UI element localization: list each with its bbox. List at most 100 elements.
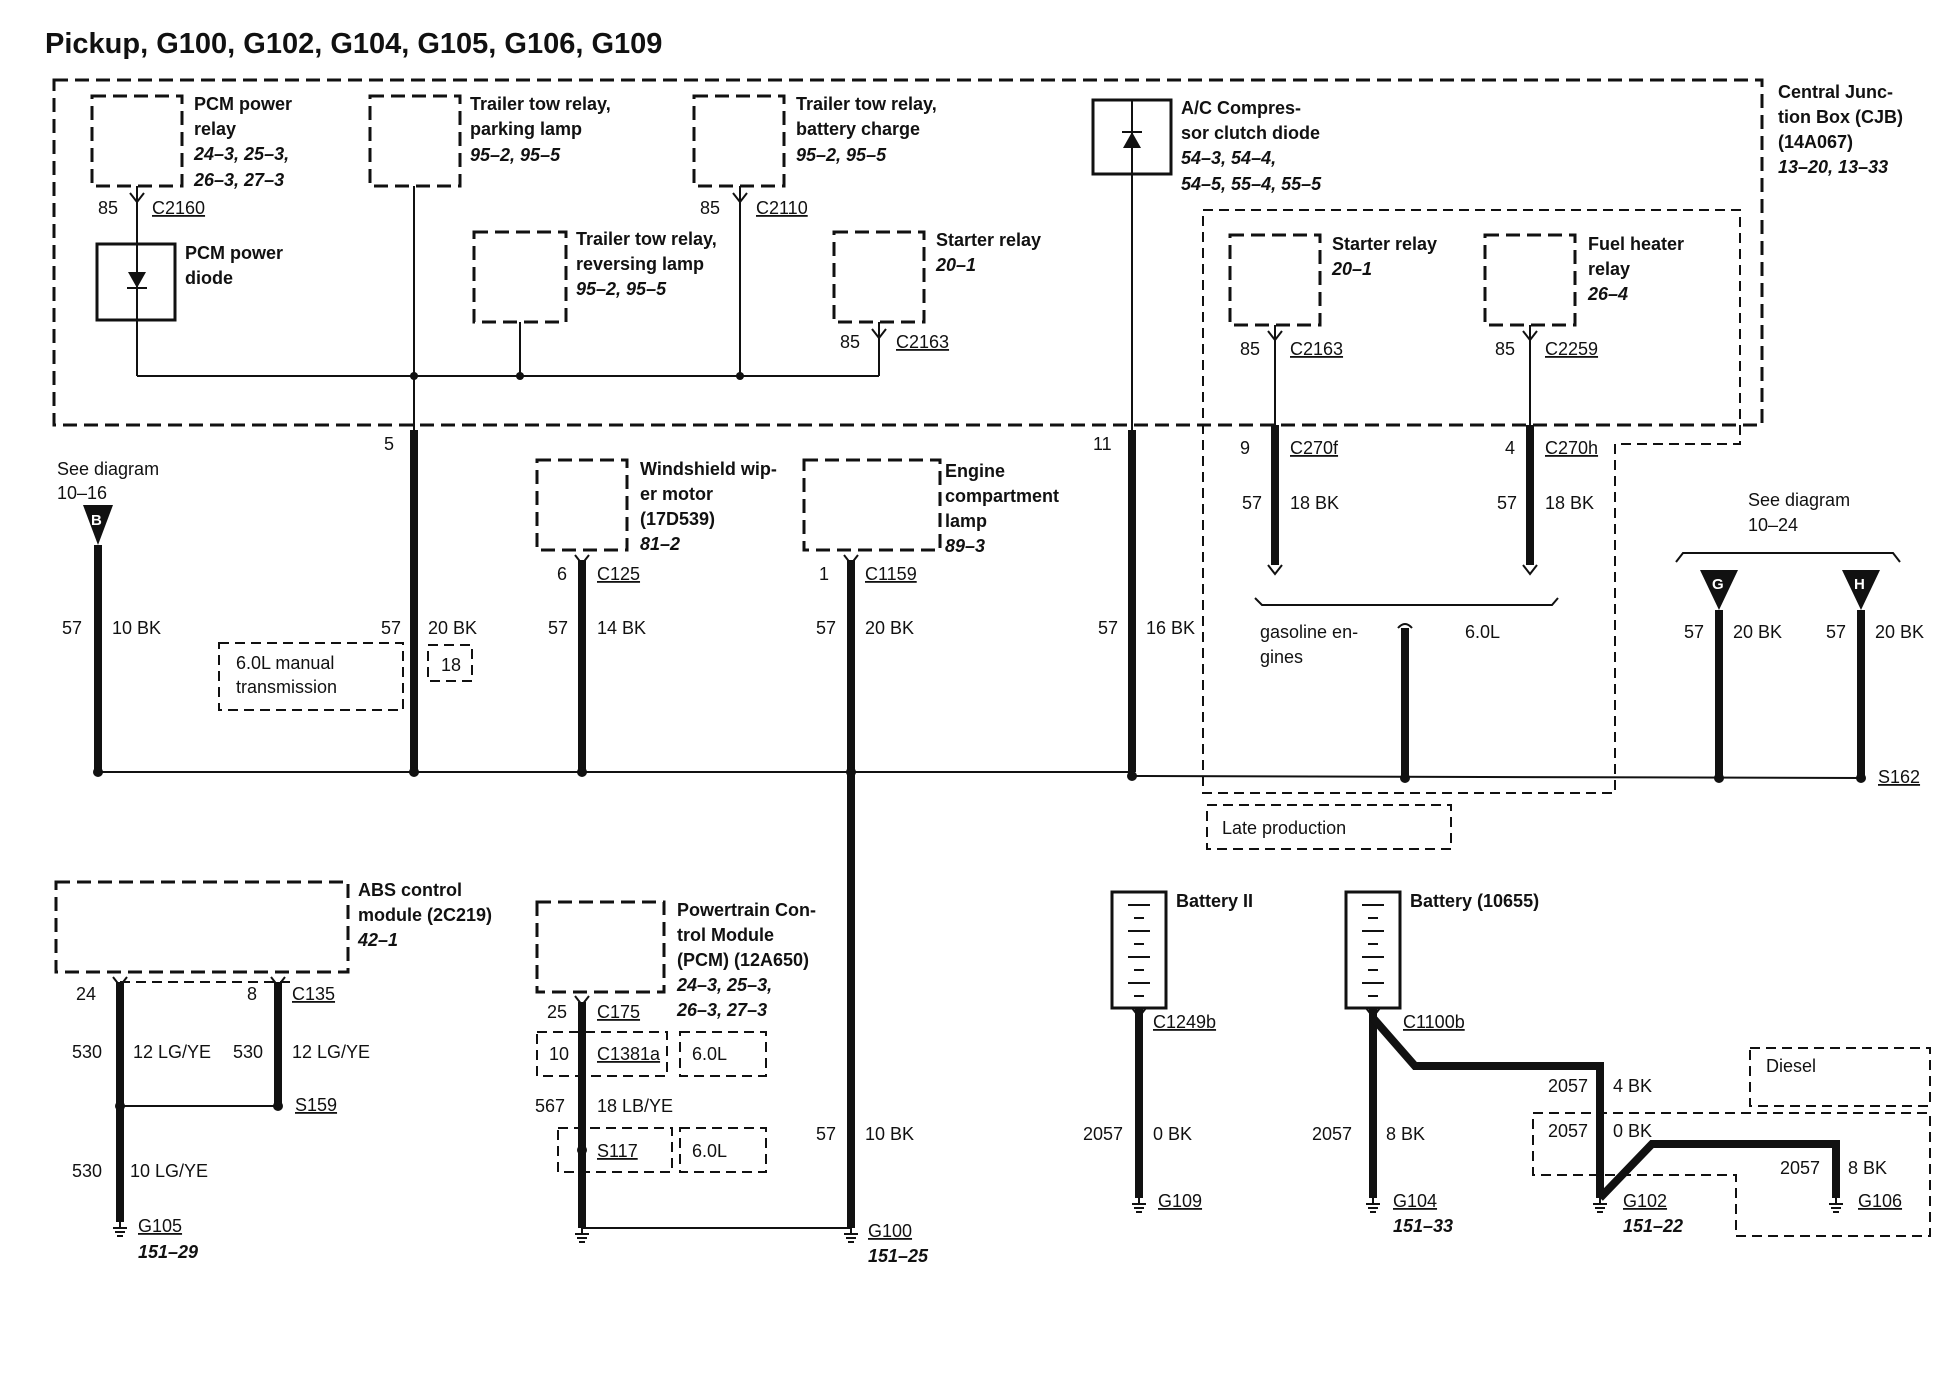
ground-label: G109 xyxy=(1158,1191,1202,1211)
diesel-option-region xyxy=(1532,1112,1931,1237)
engine-compartment-lamp-label: Engine compartment lamp 89–3 xyxy=(945,461,1059,556)
pin-label: 6 xyxy=(557,564,567,584)
svg-text:parking lamp: parking lamp xyxy=(470,119,582,139)
pin-label: 24 xyxy=(76,984,96,1004)
manual-transmission-option-box xyxy=(218,642,404,711)
wire xyxy=(1597,1140,1840,1201)
svg-text:battery charge: battery charge xyxy=(796,119,920,139)
circuit-number: 57 xyxy=(1826,622,1846,642)
option-label: 6.0L xyxy=(692,1141,727,1161)
svg-text:42–1: 42–1 xyxy=(357,930,398,950)
starter-relay-a-box xyxy=(832,230,926,324)
svg-text:24–3, 25–3,: 24–3, 25–3, xyxy=(676,975,772,995)
svg-text:20–1: 20–1 xyxy=(1331,259,1372,279)
connector-g-triangle-icon xyxy=(1700,570,1738,610)
pin-label: 85 xyxy=(98,198,118,218)
svg-text:See diagram: See diagram xyxy=(57,459,159,479)
circuit-number: 530 xyxy=(72,1161,102,1181)
circuit-number: 57 xyxy=(816,618,836,638)
svg-text:reversing lamp: reversing lamp xyxy=(576,254,704,274)
svg-text:tion Box (CJB): tion Box (CJB) xyxy=(1778,107,1903,127)
svg-text:relay: relay xyxy=(194,119,236,139)
ground-ref: 151–22 xyxy=(1623,1216,1683,1236)
late-production-box xyxy=(1206,804,1452,850)
starter-relay-b-label: Starter relay 20–1 xyxy=(1331,234,1437,279)
ac-clutch-diode-label: A/C Compres- sor clutch diode 54–3, 54–4… xyxy=(1181,98,1322,194)
svg-text:95–2, 95–5: 95–2, 95–5 xyxy=(470,145,561,165)
abs-control-module-label: ABS control module (2C219) 42–1 xyxy=(357,880,492,950)
svg-text:54–5, 55–4, 55–5: 54–5, 55–4, 55–5 xyxy=(1181,174,1322,194)
starter-relay-b-box xyxy=(1228,233,1322,327)
circuit-number: 2057 xyxy=(1548,1076,1588,1096)
splice-label: S117 xyxy=(597,1141,638,1161)
ground-ref: 151–29 xyxy=(138,1242,198,1262)
windshield-wiper-motor-label: Windshield wip- er motor (17D539) 81–2 xyxy=(640,459,777,554)
pin-label: 11 xyxy=(1093,434,1112,454)
battery-cells-icon xyxy=(1128,904,1150,997)
svg-text:54–3, 54–4,: 54–3, 54–4, xyxy=(1181,148,1276,168)
circuit-number: 530 xyxy=(233,1042,263,1062)
trailer-tow-parking-relay-label: Trailer tow relay, parking lamp 95–2, 95… xyxy=(470,94,611,165)
ground-icon xyxy=(843,1227,859,1243)
engine-brace xyxy=(1254,597,1559,606)
connector-tag: B xyxy=(91,512,102,529)
option-label: 6.0L manual xyxy=(236,653,334,673)
svg-text:95–2, 95–5: 95–2, 95–5 xyxy=(576,279,667,299)
trailer-tow-battery-relay-label: Trailer tow relay, battery charge 95–2, … xyxy=(796,94,937,165)
svg-text:gines: gines xyxy=(1260,647,1303,667)
ground-icon xyxy=(1592,1197,1608,1213)
wire-spec: 8 BK xyxy=(1848,1158,1887,1178)
pin-label: 4 xyxy=(1505,438,1515,458)
see-diagram-brace xyxy=(1675,552,1901,563)
pin-label: 25 xyxy=(547,1002,567,1022)
connector-label: C1249b xyxy=(1153,1012,1216,1032)
engine-compartment-lamp-box xyxy=(802,458,942,552)
svg-text:Windshield wip-: Windshield wip- xyxy=(640,459,777,479)
svg-text:13–20, 13–33: 13–20, 13–33 xyxy=(1778,157,1888,177)
option-label: transmission xyxy=(236,677,337,697)
pcm-module-label: Powertrain Con- trol Module (PCM) (12A65… xyxy=(676,900,816,1020)
svg-text:trol Module: trol Module xyxy=(677,925,774,945)
fuel-heater-relay-label: Fuel heater relay 26–4 xyxy=(1587,234,1684,304)
connector-label: C1100b xyxy=(1403,1012,1465,1032)
diode-icon xyxy=(128,272,146,288)
svg-text:Engine: Engine xyxy=(945,461,1005,481)
battery-ii-box xyxy=(1110,890,1168,1010)
connector-label: C135 xyxy=(292,984,335,1004)
svg-text:lamp: lamp xyxy=(945,511,987,531)
s117-option-box xyxy=(557,1127,673,1173)
svg-text:PCM power: PCM power xyxy=(185,243,283,263)
svg-text:24–3, 25–3,: 24–3, 25–3, xyxy=(193,144,289,164)
pin-label: 1 xyxy=(819,564,829,584)
circuit-number: 2057 xyxy=(1083,1124,1123,1144)
ground-label: G102 xyxy=(1623,1191,1667,1211)
windshield-wiper-motor-box xyxy=(535,458,629,552)
connector-label: C125 xyxy=(597,564,640,584)
pin-label: 85 xyxy=(840,332,860,352)
ground-label: G106 xyxy=(1858,1191,1902,1211)
connector-label: C2259 xyxy=(1545,339,1598,359)
circuit-number: 57 xyxy=(62,618,82,638)
battery-10655-label: Battery (10655) xyxy=(1410,891,1539,911)
circuit-number: 2057 xyxy=(1548,1121,1588,1141)
wire-spec: 8 BK xyxy=(1386,1124,1425,1144)
svg-text:81–2: 81–2 xyxy=(640,534,680,554)
connector-label: C2160 xyxy=(152,198,205,218)
fuel-heater-relay-box xyxy=(1483,233,1577,327)
svg-text:See diagram: See diagram xyxy=(1748,490,1850,510)
option-label: Diesel xyxy=(1766,1056,1816,1076)
circuit-number: 57 xyxy=(1497,493,1517,513)
wire-spec: 12 LG/YE xyxy=(292,1042,370,1062)
battery-ii-label: Battery II xyxy=(1176,891,1253,911)
starter-relay-a-label: Starter relay 20–1 xyxy=(935,230,1041,275)
wire-spec: 0 BK xyxy=(1153,1124,1192,1144)
svg-text:Trailer tow relay,: Trailer tow relay, xyxy=(576,229,717,249)
svg-text:module (2C219): module (2C219) xyxy=(358,905,492,925)
svg-text:Starter relay: Starter relay xyxy=(1332,234,1437,254)
svg-text:compartment: compartment xyxy=(945,486,1059,506)
connector-tag: H xyxy=(1854,576,1865,593)
pin-label: 9 xyxy=(1240,438,1250,458)
abs-control-module-box xyxy=(54,880,350,974)
connector-label: C2163 xyxy=(896,332,949,352)
